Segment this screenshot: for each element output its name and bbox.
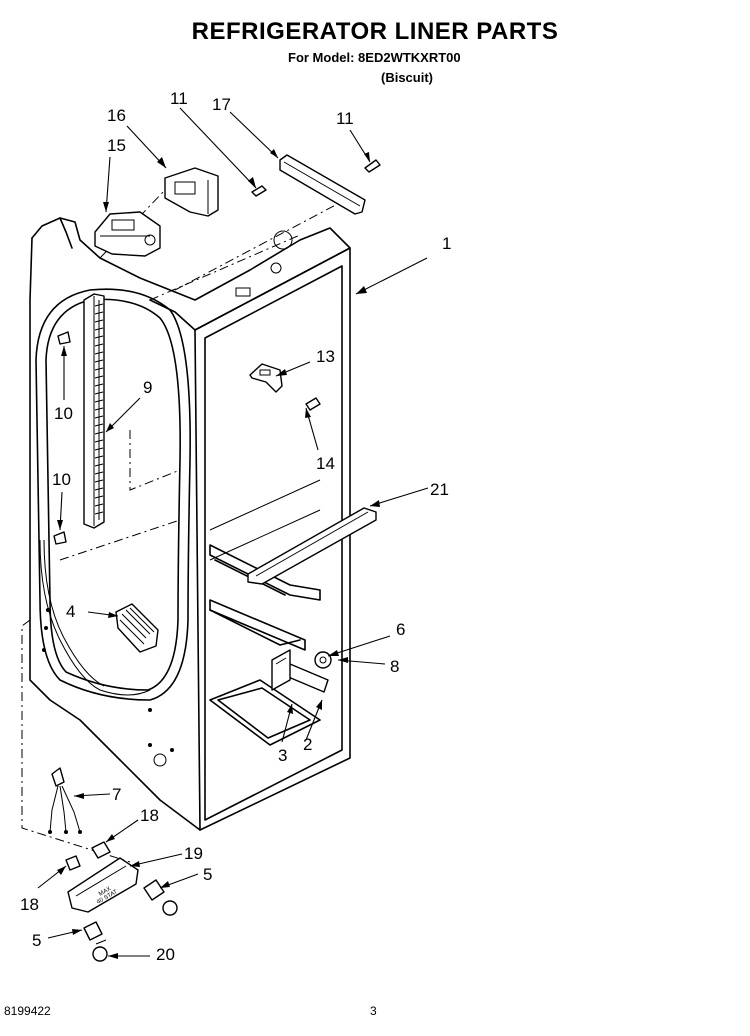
rail-rung bbox=[94, 359, 104, 363]
shelf-ladder-rail bbox=[83, 293, 105, 529]
callout-19: 19 bbox=[184, 844, 203, 863]
screw-11-left bbox=[251, 185, 267, 197]
top-rail-strip bbox=[279, 154, 366, 215]
screw-14 bbox=[305, 397, 321, 411]
callout-16: 16 bbox=[107, 106, 126, 125]
divider-strip-21 bbox=[247, 507, 377, 585]
lamp-base-5-right bbox=[143, 879, 165, 901]
rail-rung bbox=[94, 367, 104, 371]
rail-rung bbox=[94, 319, 104, 323]
screw-11-right bbox=[364, 159, 381, 173]
rail-rung bbox=[94, 487, 104, 491]
rail-rung bbox=[94, 399, 104, 403]
callout-18-lower: 18 bbox=[20, 895, 39, 914]
lamp-base-5-left bbox=[83, 921, 103, 941]
callout-7: 7 bbox=[112, 785, 121, 804]
callout-18-upper: 18 bbox=[140, 806, 159, 825]
callout-15: 15 bbox=[107, 136, 126, 155]
mounting-bracket bbox=[164, 167, 219, 217]
callout-11-right: 11 bbox=[336, 109, 354, 128]
callout-21: 21 bbox=[430, 480, 449, 499]
light-bulb-20 bbox=[92, 939, 108, 962]
control-housing bbox=[94, 211, 161, 257]
model-number: For Model: 8ED2WTKXRT00 bbox=[288, 50, 461, 65]
callout-14: 14 bbox=[316, 454, 335, 473]
callout-10-upper: 10 bbox=[54, 404, 73, 423]
rail-rung bbox=[94, 311, 104, 315]
callout-13: 13 bbox=[316, 347, 335, 366]
rail-rung bbox=[94, 415, 104, 419]
rail-rung bbox=[94, 463, 104, 467]
callout-3: 3 bbox=[278, 746, 287, 765]
screw-10-upper bbox=[57, 331, 71, 345]
callout-5-right: 5 bbox=[203, 865, 212, 884]
rail-rung bbox=[94, 327, 104, 331]
callout-11-left: 11 bbox=[170, 89, 188, 108]
rail-rung bbox=[94, 495, 104, 499]
rail-rung bbox=[94, 343, 104, 347]
callout-20: 20 bbox=[156, 945, 175, 964]
page-number: 3 bbox=[370, 1004, 377, 1018]
screw-10-lower bbox=[53, 531, 67, 545]
callout-4: 4 bbox=[66, 602, 75, 621]
callout-numbers: 1 2 3 4 5 5 6 7 8 9 10 10 11 11 13 14 15… bbox=[20, 89, 451, 964]
bracket-13 bbox=[249, 363, 283, 393]
document-number: 8199422 bbox=[4, 1004, 51, 1018]
rail-rung bbox=[94, 479, 104, 483]
rail-rung bbox=[94, 423, 104, 427]
refrigerator-liner bbox=[21, 189, 351, 863]
callout-5-left: 5 bbox=[32, 931, 41, 950]
rail-rung bbox=[94, 383, 104, 387]
callout-2: 2 bbox=[303, 735, 312, 754]
callout-17: 17 bbox=[212, 95, 231, 114]
callout-6: 6 bbox=[396, 620, 405, 639]
callout-8: 8 bbox=[390, 657, 399, 676]
callout-1: 1 bbox=[442, 234, 451, 253]
rail-rung bbox=[94, 407, 104, 411]
callout-10-lower: 10 bbox=[52, 470, 71, 489]
clip-18-lower bbox=[65, 855, 81, 871]
rail-rung bbox=[94, 375, 104, 379]
rail-rung bbox=[94, 439, 104, 443]
leader-arrowheads bbox=[57, 149, 380, 959]
rail-rung bbox=[94, 391, 104, 395]
rail-rung bbox=[94, 455, 104, 459]
page-title: REFRIGERATOR LINER PARTS bbox=[191, 18, 559, 45]
rail-rung bbox=[94, 503, 104, 507]
wire-harness bbox=[48, 767, 82, 834]
rail-rung bbox=[94, 335, 104, 339]
rail-rung bbox=[94, 303, 104, 307]
color-variant: (Biscuit) bbox=[381, 70, 433, 85]
rail-rung bbox=[94, 447, 104, 451]
decal-text-max: MAX bbox=[98, 886, 112, 898]
lamp-socket-6 bbox=[314, 651, 332, 669]
callout-9: 9 bbox=[143, 378, 152, 397]
rail-rung bbox=[94, 471, 104, 475]
vent-grille bbox=[115, 603, 159, 653]
trim-piece-3 bbox=[271, 649, 291, 691]
rail-rung bbox=[94, 431, 104, 435]
clip-18-upper bbox=[91, 841, 111, 859]
rail-rung bbox=[94, 351, 104, 355]
rail-rung bbox=[94, 511, 104, 515]
light-bulb-right bbox=[162, 900, 178, 916]
